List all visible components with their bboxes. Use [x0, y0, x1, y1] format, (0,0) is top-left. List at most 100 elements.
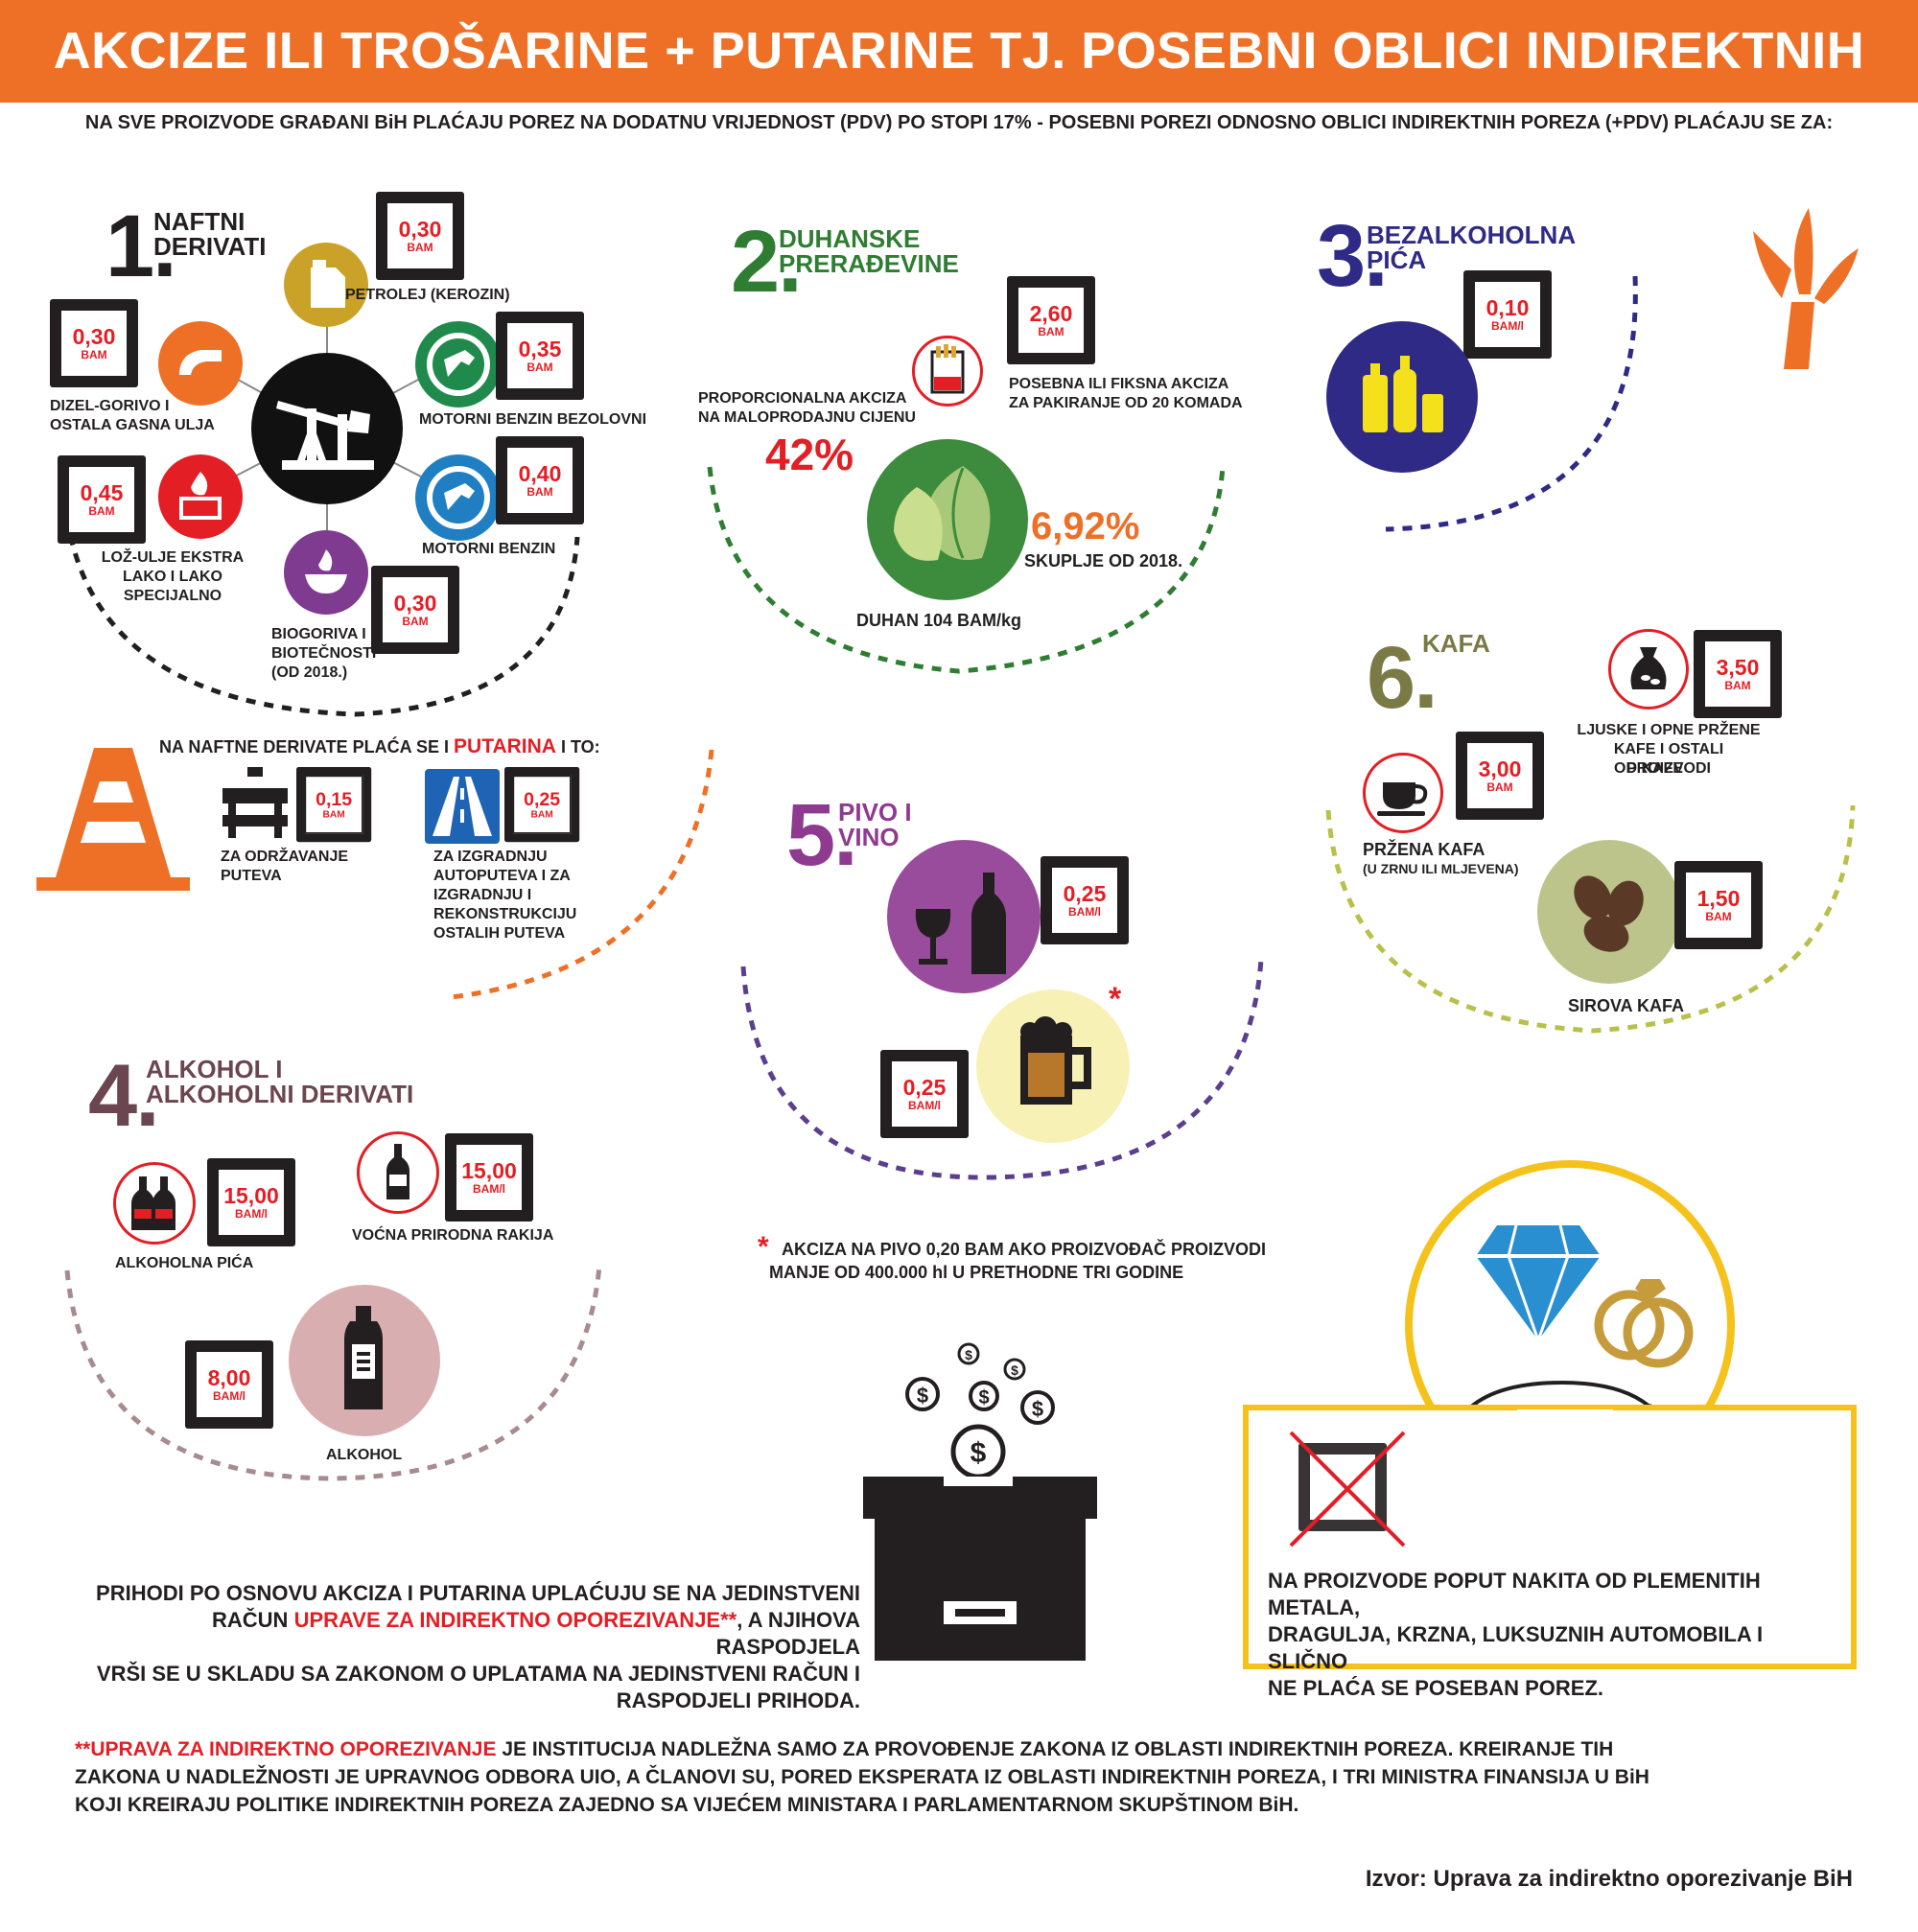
label-diesel-1: DIZEL-GORIVO I	[50, 398, 170, 414]
s1-title-2: DERIVATI	[153, 232, 267, 261]
beer-note-2: MANJE OD 400.000 hl U PRETHODNE TRI GODI…	[769, 1263, 1184, 1282]
s3-title-1: BEZALKOHOLNA	[1367, 221, 1577, 249]
svg-text:$: $	[978, 1387, 989, 1408]
torch-logo-icon	[1753, 208, 1859, 369]
roasted-coffee-label-2: (U ZRNU ILI MLJEVENA)	[1363, 861, 1519, 876]
beer-note-1: AKCIZA NA PIVO 0,20 BAM AKO PROIZVOĐAČ P…	[782, 1240, 1267, 1259]
label-petrol: MOTORNI BENZIN	[422, 541, 556, 557]
coffee-husks-label-3: OD KAFE	[1614, 760, 1683, 777]
rakija-bottle-icon	[357, 1131, 439, 1214]
toll-2-label-1: ZA IZGRADNJU	[433, 849, 548, 865]
stamp-crossed-out	[1298, 1443, 1387, 1531]
alcohol-label: ALKOHOL	[326, 1447, 403, 1463]
label-kerosene: PETROLEJ (KEROZIN)	[345, 287, 510, 303]
roasted-coffee-label-1: PRŽENA KAFA	[1363, 840, 1485, 859]
tobacco-leaf-icon	[867, 439, 1028, 600]
coffee-sack-icon	[1608, 629, 1689, 710]
label-biofuel-1: BIOGORIVA I	[271, 626, 366, 642]
fixed-excise-2: ZA PAKIRANJE OD 20 KOMADA	[1009, 395, 1243, 411]
s3-title-2: PIĆA	[1367, 245, 1427, 274]
s5-title-1: PIVO I	[838, 798, 912, 826]
label-diesel-2: OSTALA GASNA ULJA	[50, 417, 215, 433]
label-heating-oil-2: LAKO I LAKO	[123, 569, 222, 585]
source: Izvor: Uprava za indirektno oporezivanje…	[1365, 1866, 1853, 1892]
jerrycan-icon	[284, 243, 368, 327]
note-asterisk: *	[758, 1231, 769, 1263]
coffee-beans-icon	[1537, 840, 1681, 984]
toll-2-label-2: AUTOPUTEVA I ZA	[433, 868, 571, 884]
label-heating-oil-1: LOŽ-ULJE EKSTRA	[101, 549, 245, 566]
svg-text:$: $	[965, 1347, 972, 1362]
liquor-bottles-icon	[113, 1162, 196, 1245]
toll-2-label-3: IZGRADNJU I	[433, 887, 532, 903]
road-barrier-icon	[222, 767, 288, 838]
diesel-nozzle-icon	[158, 321, 243, 406]
toll-2-label-5: OSTALIH PUTEVA	[433, 925, 566, 942]
s1-title-1: NAFTNI	[153, 207, 246, 236]
s5-title-2: VINO	[838, 823, 900, 851]
fuel-nozzle-icon-unleaded	[415, 321, 502, 407]
label-biofuel-3: (OD 2018.)	[271, 664, 348, 681]
luxury-box-gap	[1517, 1409, 1613, 1473]
alcohol-bottle-icon	[289, 1285, 440, 1436]
toll-intro: NA NAFTNE DERIVATE PLAĆA SE I PUTARINA I…	[159, 735, 600, 757]
svg-text:$: $	[971, 1437, 987, 1469]
svg-text:$: $	[1032, 1397, 1043, 1421]
ballot-box-icon: $ $ $ $ $ $	[863, 1342, 1097, 1661]
fire-bowl-icon	[284, 530, 368, 615]
s4-title-1: ALKOHOL I	[146, 1055, 283, 1083]
s6-title: KAFA	[1422, 629, 1490, 658]
coffee-cup-icon	[1363, 753, 1443, 833]
s5-number: 5.	[786, 786, 858, 884]
label-unleaded: MOTORNI BENZIN BEZOLOVNI	[419, 411, 647, 428]
luxury-text: NA PROIZVODE POPUT NAKITA OD PLEMENITIH …	[1268, 1569, 1764, 1700]
prop-excise-2: NA MALOPRODAJNU CIJENU	[698, 409, 916, 426]
beer-asterisk: *	[1109, 981, 1122, 1017]
toll-1-label-2: PUTEVA	[221, 868, 282, 884]
soft-drinks-icon	[1326, 321, 1478, 473]
coffee-husks-label-1: LJUSKE I OPNE PRŽENE	[1577, 722, 1761, 738]
traffic-cone-icon	[36, 748, 190, 891]
cross-icon	[1289, 1431, 1406, 1548]
s4-number: 4.	[88, 1047, 160, 1145]
alcoholic-drinks-label: ALKOHOLNA PIĆA	[115, 1255, 254, 1271]
s4-title-2: ALKOHOLNI DERIVATI	[146, 1080, 414, 1108]
toll-2-label-4: REKONSTRUKCIJU	[433, 906, 577, 922]
label-heating-oil-3: SPECIJALNO	[123, 588, 222, 604]
beer-mug-icon	[976, 989, 1130, 1143]
title-banner: AKCIZE ILI TROŠARINE + PUTARINE TJ. POSE…	[0, 0, 1918, 182]
label-biofuel-2: BIOTEČNOSTI	[271, 645, 377, 662]
revenue-text: PRIHODI PO OSNOVU AKCIZA I PUTARINA UPLA…	[96, 1581, 860, 1712]
s6-number: 6.	[1367, 629, 1438, 727]
subtitle: NA SVE PROIZVODE GRAĐANI BiH PLAĆAJU POR…	[84, 112, 1834, 133]
coffee-husks-label-2: KAFE I OSTALI PROIZVODI	[1613, 741, 1724, 777]
svg-text:$: $	[917, 1384, 928, 1408]
oil-pump-icon	[251, 353, 403, 504]
raw-coffee-label: SIROVA KAFA	[1568, 996, 1685, 1015]
prop-excise-value: 42%	[765, 430, 854, 479]
svg-text:$: $	[1011, 1362, 1018, 1378]
s2-title-1: DUHANSKE	[779, 224, 921, 253]
s3-number: 3.	[1317, 207, 1389, 305]
s1-number: 1.	[105, 198, 177, 295]
tobacco-rate: DUHAN 104 BAM/kg	[856, 611, 1022, 630]
fuel-nozzle-icon	[415, 454, 502, 541]
